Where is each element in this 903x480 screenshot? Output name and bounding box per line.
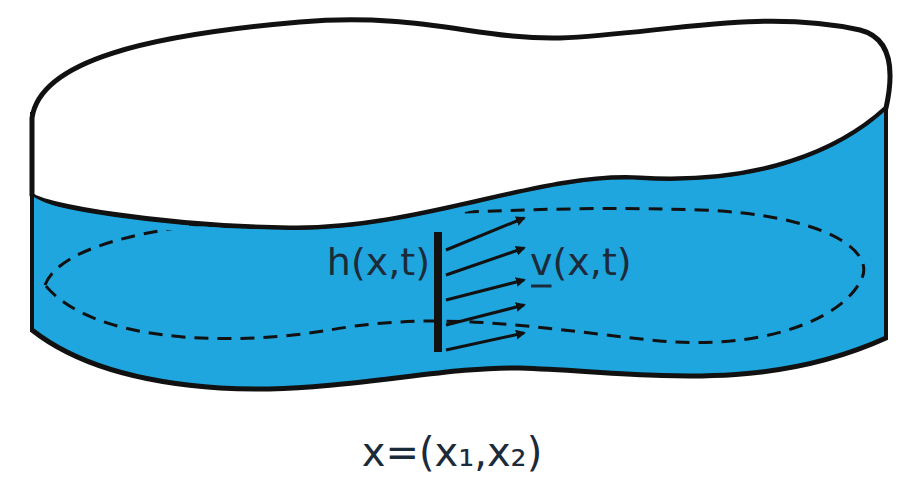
velocity-label: v(x,t) xyxy=(530,243,632,281)
tank-rim xyxy=(32,20,890,228)
height-label: h(x,t) xyxy=(327,243,430,281)
velocity-arrows xyxy=(446,218,524,350)
water-front xyxy=(34,112,884,236)
coordinate-label: x=(x₁,x₂) xyxy=(362,432,543,472)
height-bar xyxy=(434,232,442,352)
vector-underline xyxy=(531,285,552,288)
tank-wall xyxy=(884,100,888,340)
tank-bottom xyxy=(32,330,886,389)
